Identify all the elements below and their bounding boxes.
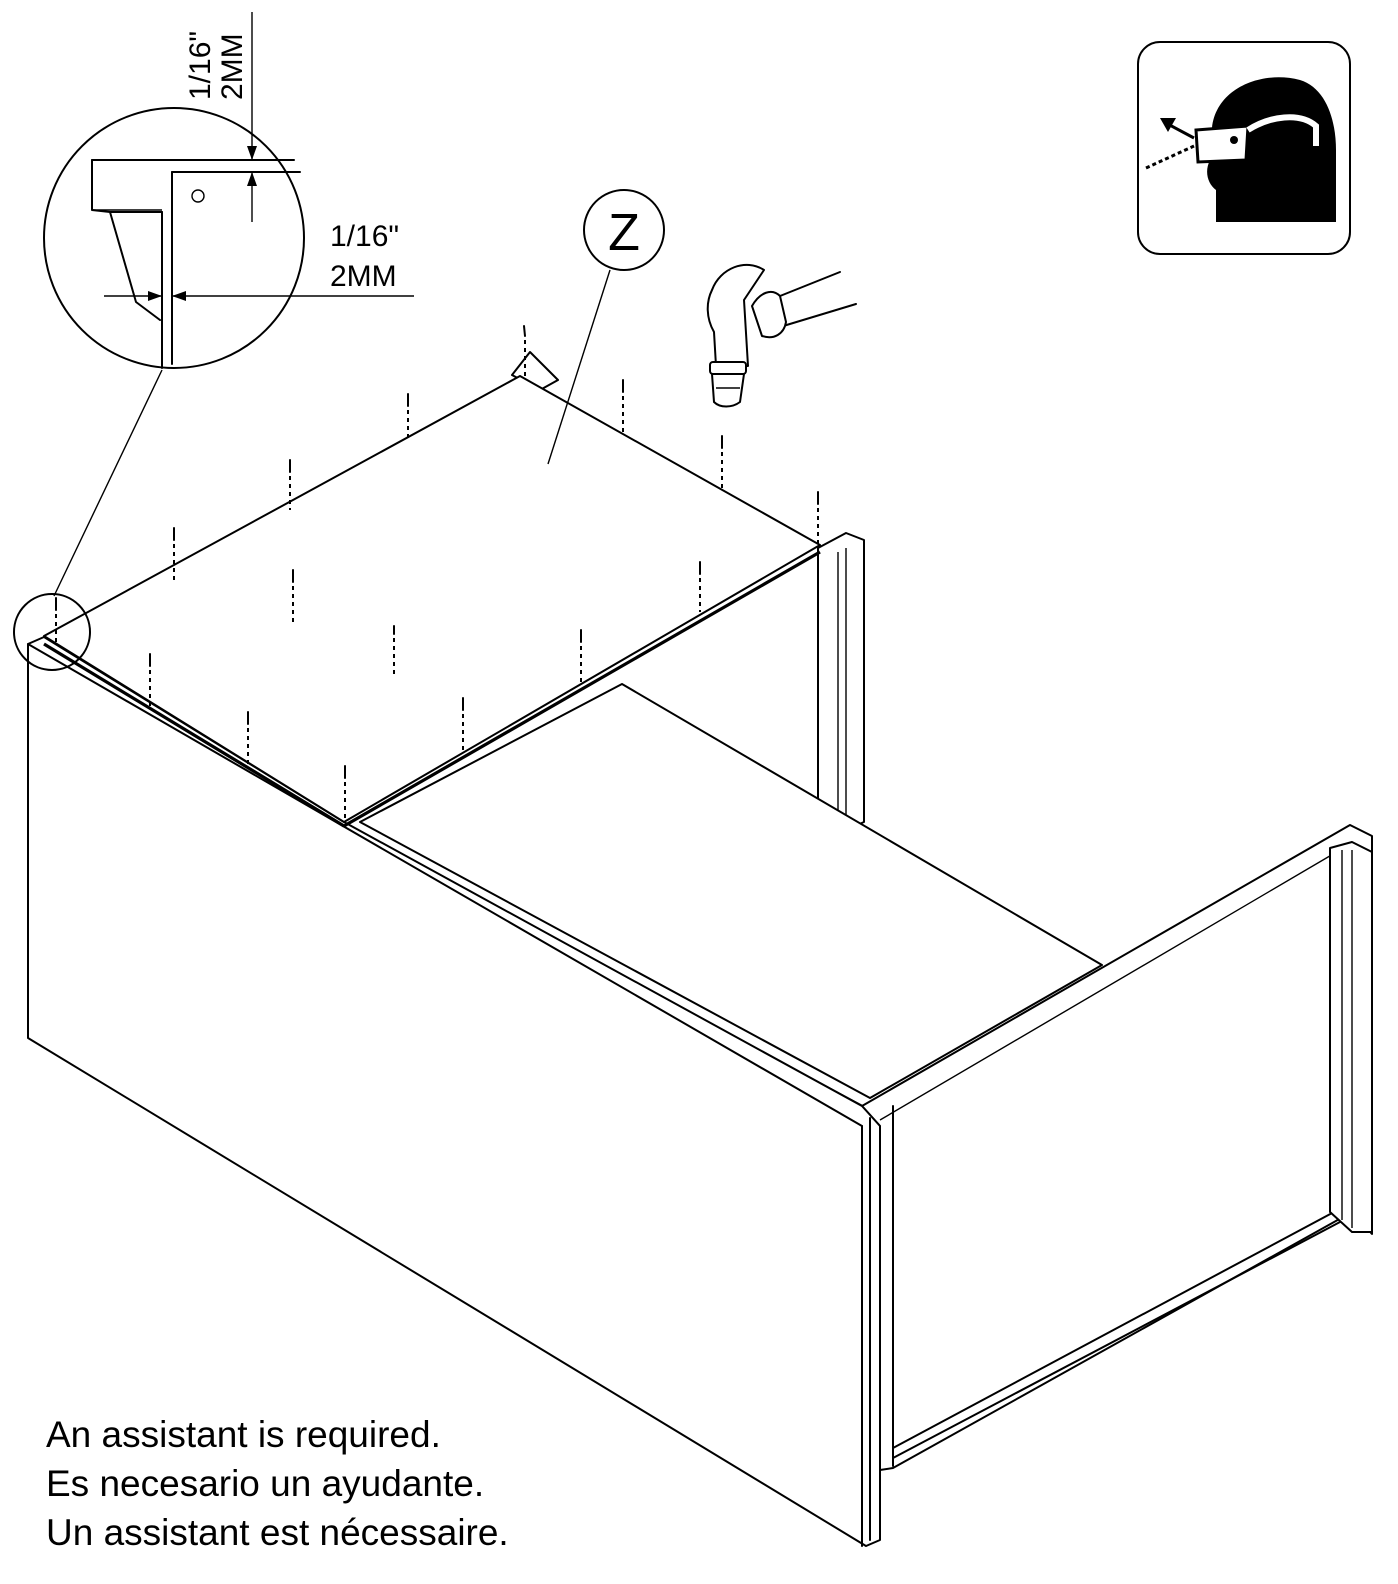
detail-callout: 1/16" 2MM 1/16" 2MM [13, 12, 414, 671]
horizontal-dim-inch: 1/16" [330, 220, 399, 253]
nail [523, 325, 526, 376]
front-panel [27, 636, 881, 1547]
caption-english: An assistant is required. [46, 1414, 441, 1455]
hammer-icon [706, 263, 857, 408]
caption-spanish: Es necesario un ayudante. [46, 1463, 485, 1504]
right-end-panel [861, 824, 1373, 1471]
vertical-dimension: 1/16" 2MM [184, 12, 257, 222]
detail-joint [91, 159, 301, 369]
horizontal-dimension: 1/16" 2MM [104, 220, 414, 301]
part-label-z: Z [547, 189, 665, 465]
top-panel-z [43, 375, 821, 828]
assistant-required-note: An assistant is required. Es necesario u… [46, 1410, 509, 1557]
nails [55, 325, 819, 820]
horizontal-dim-mm: 2MM [330, 260, 397, 293]
vertical-dim-inch: 1/16" [184, 31, 217, 100]
vertical-dim-mm: 2MM [216, 33, 249, 100]
right-back-panel [817, 532, 865, 831]
safety-glasses-icon [1137, 41, 1351, 255]
caption-french: Un assistant est nécessaire. [46, 1512, 509, 1553]
part-label-text: Z [608, 204, 640, 262]
